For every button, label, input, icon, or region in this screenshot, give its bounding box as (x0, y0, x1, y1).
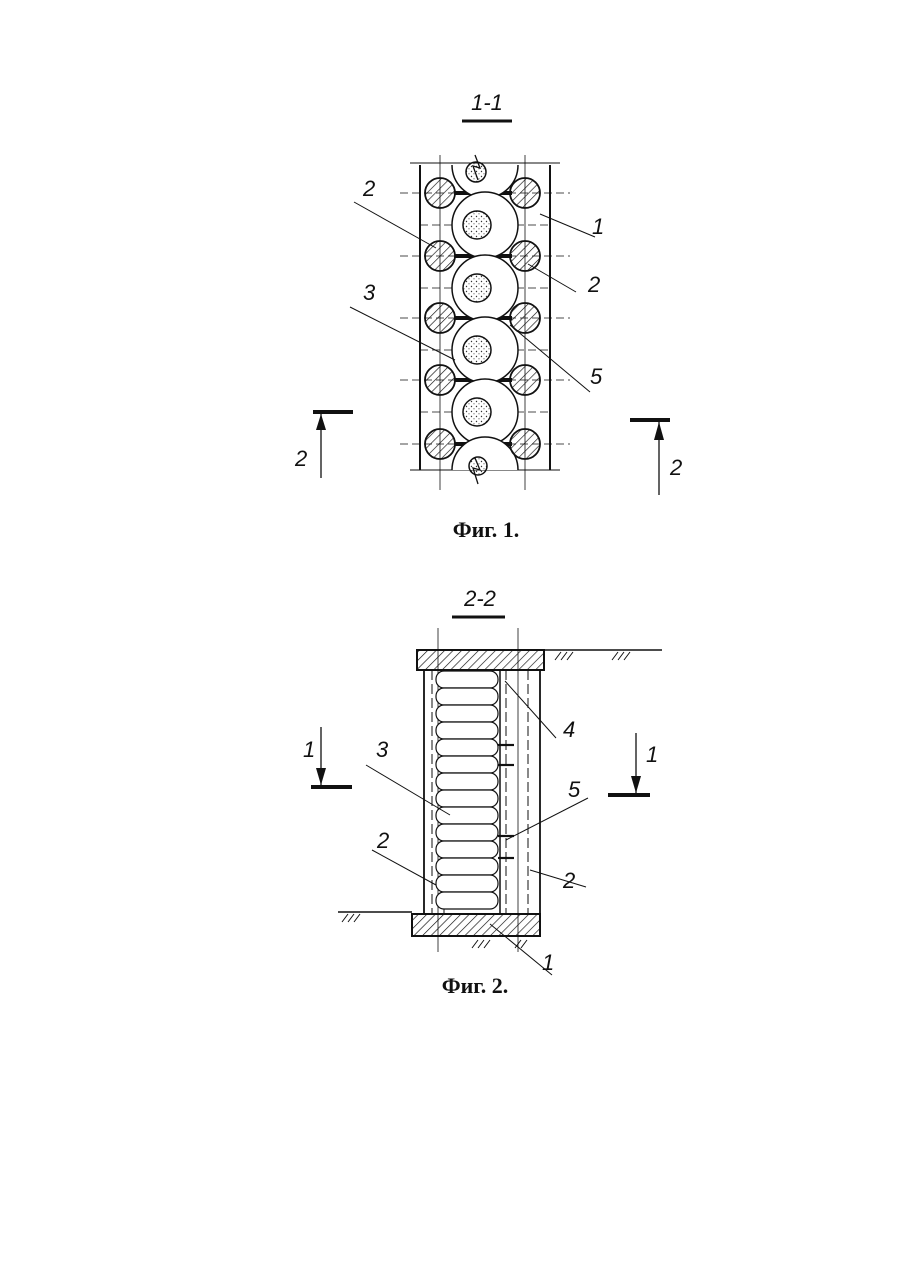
fig1-section-mark-right-text: 2 (669, 455, 682, 480)
fig1-label-3: 3 (363, 280, 376, 305)
fig1-section-title: 1-1 (471, 90, 503, 115)
fig1-section-mark-left: 2 (294, 412, 353, 478)
fig2-label-3: 3 (376, 737, 389, 762)
fig1-label-2-right: 2 (587, 272, 600, 297)
fig2-label-1: 1 (542, 950, 554, 975)
figure-1: 1-1 (294, 90, 682, 542)
fig1-label-1: 1 (592, 214, 604, 239)
fig2-top-slab (417, 650, 544, 670)
fig2-label-4: 4 (563, 717, 575, 742)
fig1-label-2-left: 2 (362, 176, 375, 201)
fig2-label-2-right: 2 (562, 868, 575, 893)
fig1-section-mark-right: 2 (630, 420, 682, 495)
fig2-label-5: 5 (568, 777, 581, 802)
fig2-section-mark-left-text: 1 (303, 737, 315, 762)
fig2-section-mark-left: 1 (303, 727, 352, 787)
fig2-section-mark-right-text: 1 (646, 742, 658, 767)
fig2-caption: Фиг. 2. (442, 973, 509, 998)
fig2-section-title: 2-2 (463, 586, 496, 611)
fig2-section-mark-right: 1 (608, 733, 658, 795)
fig2-bag-stack (436, 671, 498, 909)
figure-2: 2-2 (303, 586, 662, 998)
fig1-caption: Фиг. 1. (453, 517, 520, 542)
fig2-label-2-left: 2 (376, 828, 389, 853)
fig1-section-mark-left-text: 2 (294, 446, 307, 471)
fig2-bottom-slab (412, 914, 540, 936)
fig1-label-5: 5 (590, 364, 603, 389)
